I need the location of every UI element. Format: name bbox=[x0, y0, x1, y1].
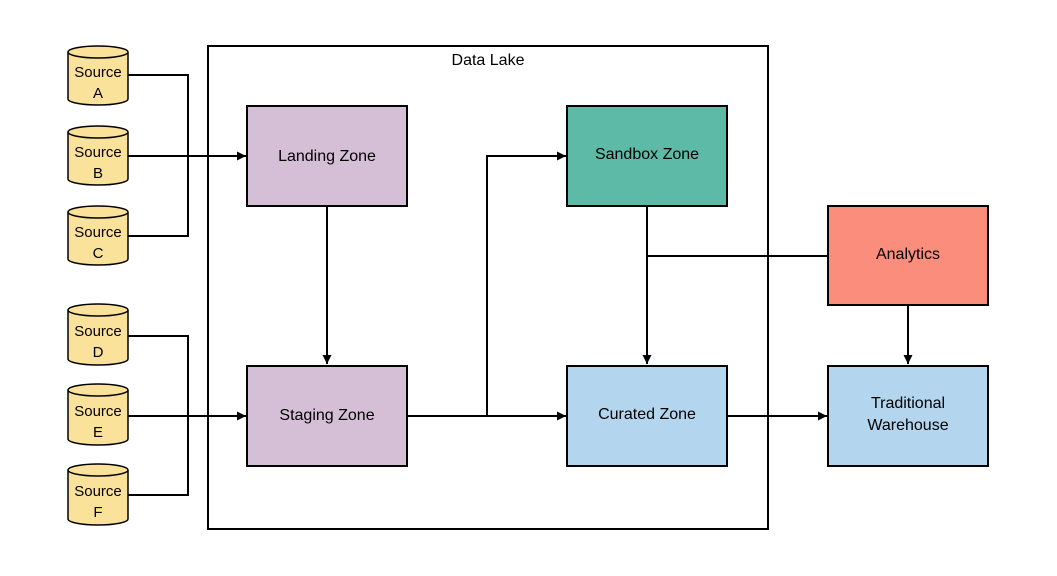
sandbox-zone: Sandbox Zone bbox=[566, 105, 728, 207]
source-c-label: Source bbox=[74, 224, 122, 241]
source-c: Source C bbox=[67, 205, 129, 266]
connectors bbox=[128, 74, 913, 496]
source-f: Source F bbox=[67, 463, 129, 526]
source-e-id: E bbox=[93, 424, 103, 441]
curated-zone: Curated Zone bbox=[566, 365, 728, 467]
source-b-id: B bbox=[93, 165, 103, 182]
source-a-id: A bbox=[93, 85, 103, 102]
warehouse-label-line2: Warehouse bbox=[867, 417, 948, 434]
source-d: Source D bbox=[67, 303, 129, 366]
source-a: Source A bbox=[67, 45, 129, 106]
source-f-id: F bbox=[93, 504, 102, 521]
source-e: Source E bbox=[67, 383, 129, 446]
landing-zone-label: Landing Zone bbox=[278, 148, 376, 165]
source-f-label: Source bbox=[74, 483, 122, 500]
traditional-warehouse: Traditional Warehouse bbox=[827, 365, 989, 467]
data-lake-container: Data Lake bbox=[207, 45, 769, 530]
source-b-label: Source bbox=[74, 144, 122, 161]
analytics-box: Analytics bbox=[827, 205, 989, 306]
source-e-label: Source bbox=[74, 403, 122, 420]
source-d-label: Source bbox=[74, 323, 122, 340]
analytics-label: Analytics bbox=[876, 246, 940, 263]
source-b: Source B bbox=[67, 125, 129, 186]
source-a-label: Source bbox=[74, 64, 122, 81]
source-c-id: C bbox=[93, 245, 104, 262]
landing-zone: Landing Zone bbox=[246, 105, 408, 207]
warehouse-label-line1: Traditional bbox=[871, 395, 945, 412]
staging-zone: Staging Zone bbox=[246, 365, 408, 467]
staging-zone-label: Staging Zone bbox=[279, 407, 374, 424]
curated-zone-label: Curated Zone bbox=[598, 406, 696, 423]
source-d-id: D bbox=[93, 344, 104, 361]
edge-staging-to-sandbox bbox=[486, 151, 566, 416]
data-lake-label: Data Lake bbox=[452, 52, 525, 69]
sandbox-zone-label: Sandbox Zone bbox=[595, 146, 699, 163]
